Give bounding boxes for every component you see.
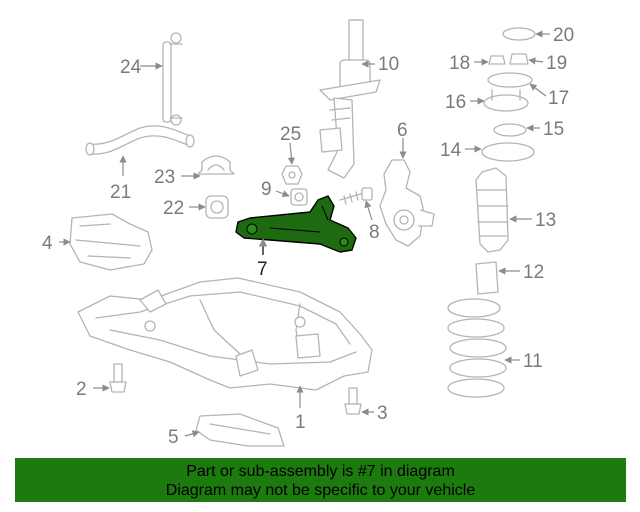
callout-19: 19	[546, 53, 567, 74]
skid-plate	[195, 413, 285, 447]
banner-line-2: Diagram may not be specific to your vehi…	[165, 482, 476, 499]
callout-16: 16	[445, 92, 466, 113]
stabilizer-bar	[85, 125, 195, 156]
stabilizer-bushing	[205, 195, 229, 219]
mount-nut	[488, 55, 506, 65]
callout-7: 7	[257, 259, 268, 280]
strut-bearing	[493, 123, 527, 137]
callout-9: 9	[261, 179, 272, 200]
callout-4: 4	[42, 233, 53, 254]
callout-5: 5	[168, 427, 179, 448]
upper-insulator	[487, 72, 533, 88]
bolt	[339, 187, 373, 205]
callout-23: 23	[154, 167, 175, 188]
coil-spring	[447, 298, 507, 398]
callout-20: 20	[553, 25, 574, 46]
callout-leaders	[59, 30, 550, 438]
callout-17: 17	[548, 88, 569, 109]
callout-18: 18	[449, 53, 470, 74]
callout-25: 25	[280, 124, 301, 145]
callout-8: 8	[369, 222, 380, 243]
callout-21: 21	[110, 182, 131, 203]
bushing	[290, 188, 308, 206]
spring-seat	[481, 142, 535, 162]
strut-assembly	[319, 19, 381, 179]
callout-labels: 24 21 23 22 25 9 10 8 6 7 4 1 2 3 5 20 1…	[42, 25, 574, 448]
mount-nut-2	[509, 53, 529, 65]
callout-10: 10	[378, 54, 399, 75]
callout-11: 11	[523, 351, 543, 372]
callout-14: 14	[440, 140, 462, 161]
splash-shield	[69, 213, 153, 271]
callout-1: 1	[295, 412, 306, 433]
subframe-bolt-right	[344, 387, 362, 415]
parts-diagram: 24 21 23 22 25 9 10 8 6 7 4 1 2 3 5 20 1…	[42, 19, 574, 448]
dust-boot	[475, 167, 509, 253]
stabilizer-link	[162, 32, 183, 126]
banner-line-1: Part or sub-assembly is #7 in diagram	[186, 463, 455, 480]
info-banner: Part or sub-assembly is #7 in diagram Di…	[15, 458, 626, 502]
callout-22: 22	[163, 198, 184, 219]
nut	[281, 165, 303, 185]
callout-6: 6	[397, 120, 408, 141]
callout-13: 13	[535, 210, 556, 231]
steering-knuckle	[379, 159, 435, 247]
front-subframe	[77, 277, 373, 391]
callout-2: 2	[76, 379, 87, 400]
strut-mount	[483, 89, 529, 112]
lower-control-arm	[235, 195, 357, 253]
callout-12: 12	[523, 262, 544, 283]
subframe-bolt-left	[109, 363, 127, 393]
bump-stop	[475, 261, 499, 295]
mount-cap	[502, 27, 536, 41]
callout-24: 24	[120, 57, 142, 78]
callout-3: 3	[377, 403, 388, 424]
callout-15: 15	[543, 119, 564, 140]
